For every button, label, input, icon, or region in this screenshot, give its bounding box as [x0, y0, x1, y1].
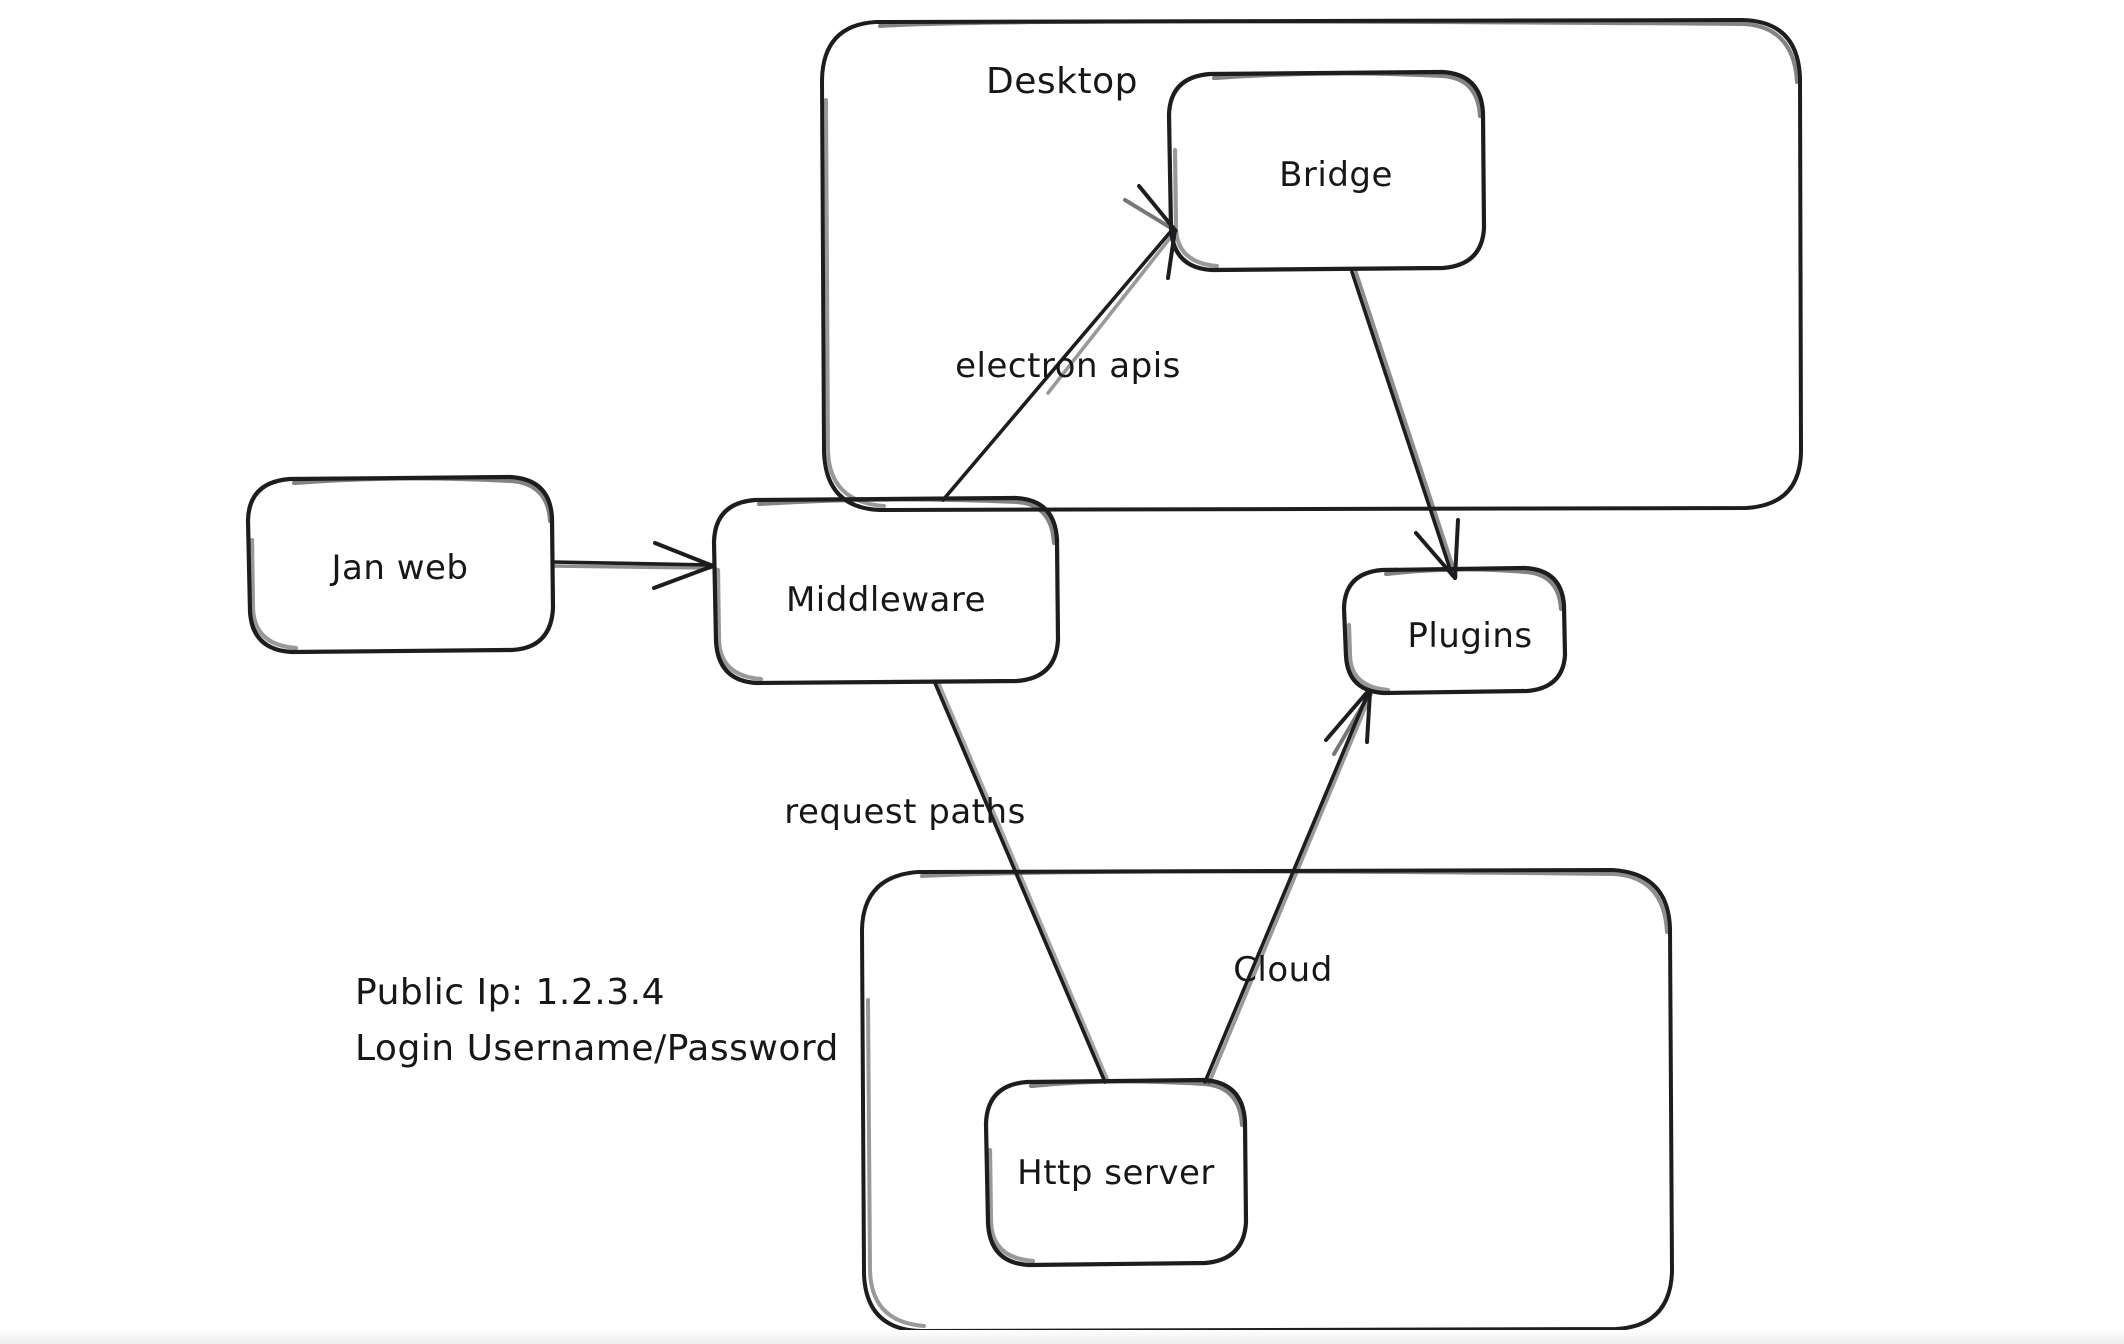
bottom-edge-strip [0, 1330, 2124, 1344]
node-plugins[interactable] [1341, 565, 1568, 696]
node-http-server[interactable] [983, 1077, 1249, 1268]
node-middleware[interactable] [711, 495, 1061, 686]
edge-http-server-to-plugins [1203, 688, 1373, 1085]
node-jan-web[interactable] [245, 474, 556, 655]
edge-label-request-paths: request paths [784, 792, 1026, 832]
container-label-desktop: Desktop [986, 61, 1138, 102]
note-public-ip: Public Ip: 1.2.3.4 [355, 972, 665, 1013]
node-label-bridge: Bridge [1279, 155, 1393, 195]
node-label-http-server: Http server [1017, 1153, 1215, 1193]
edge-label-cloud: Cloud [1233, 950, 1333, 990]
node-label-jan-web: Jan web [329, 548, 468, 588]
edge-middleware-to-http-server [933, 681, 1110, 1084]
note-login-credentials: Login Username/Password [355, 1028, 839, 1069]
node-label-plugins: Plugins [1407, 616, 1532, 656]
edge-label-electron-apis: electron apis [955, 346, 1181, 386]
node-label-middleware: Middleware [786, 580, 986, 620]
container-desktop [820, 18, 1803, 512]
edge-jan-web-to-middleware [551, 541, 715, 590]
edge-bridge-to-plugins [1350, 270, 1460, 580]
edge-middleware-to-bridge [941, 184, 1178, 502]
